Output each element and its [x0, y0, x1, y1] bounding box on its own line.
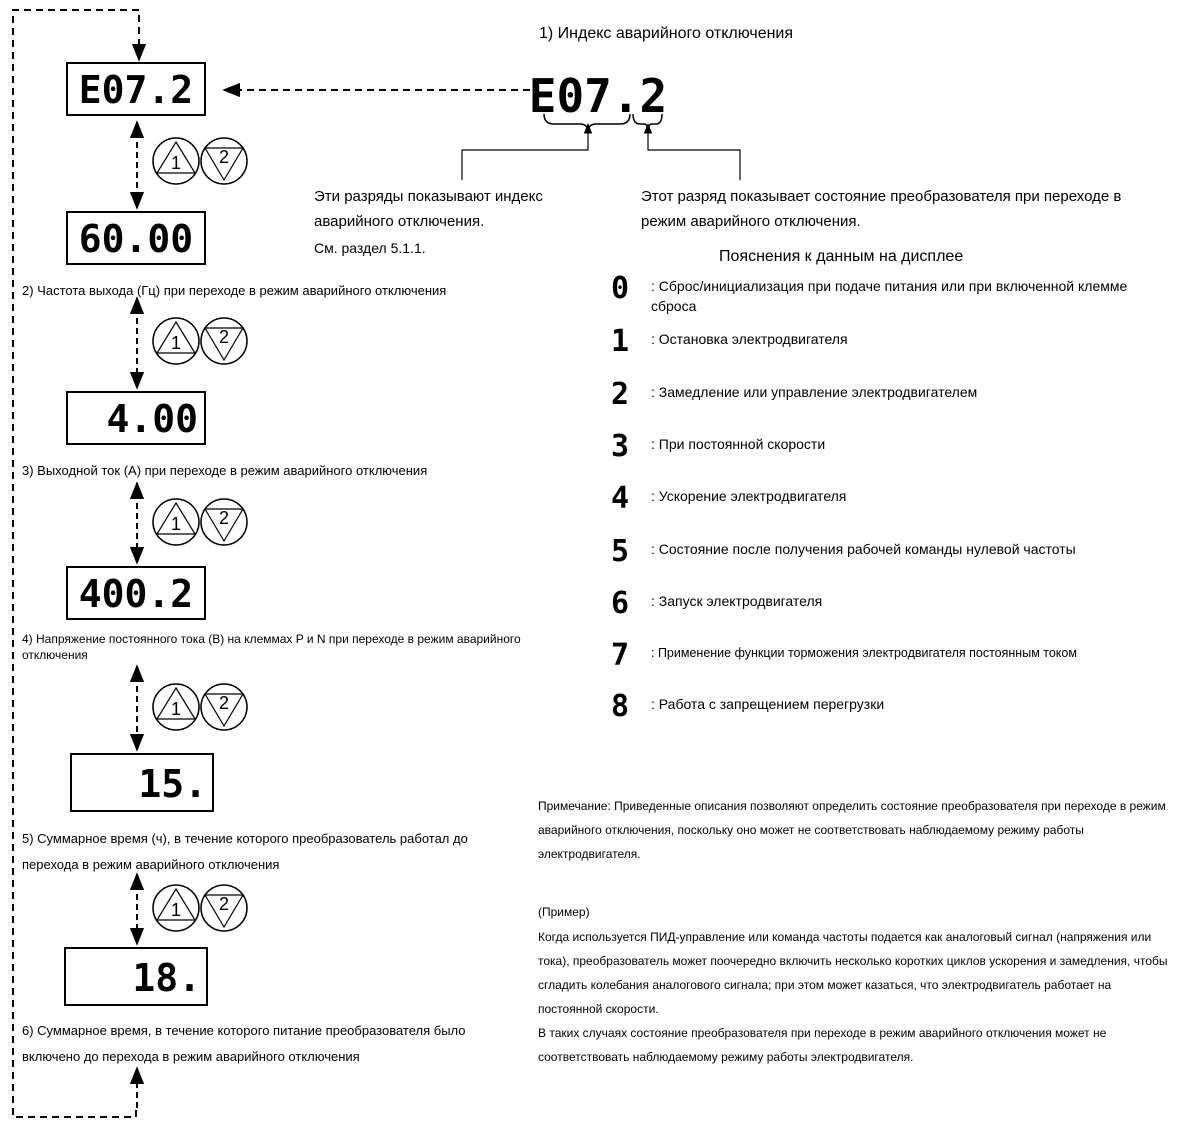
- index-left-caption: Эти разряды показывают индекс аварийного…: [314, 188, 543, 230]
- legend-digit-1-icon: 1: [611, 324, 629, 359]
- legend-item-7: : Применение функции торможения электрод…: [651, 646, 1077, 660]
- display-6: 18.: [132, 956, 201, 1000]
- up-key-icon[interactable]: 1: [152, 683, 200, 731]
- index-left-ref: См. раздел 5.1.1.: [314, 240, 426, 256]
- svg-text:2: 2: [219, 693, 229, 713]
- display-frame-4: [66, 566, 206, 620]
- legend-digit-6-icon: 6: [611, 586, 629, 621]
- svg-text:1: 1: [171, 333, 181, 353]
- label-running-time: 5) Суммарное время (ч), в течение которо…: [22, 831, 468, 872]
- legend-digit-8-icon: 8: [611, 689, 629, 724]
- label-output-current: 3) Выходной ток (А) при переходе в режим…: [22, 463, 428, 478]
- legend-item-2: : Замедление или управление электродвига…: [651, 384, 978, 400]
- example-title: (Пример): [538, 905, 590, 919]
- index-sample-display: E07.2: [529, 69, 667, 123]
- display-frame-1: [66, 62, 206, 116]
- down-key-icon[interactable]: 2: [200, 683, 248, 731]
- legend-title: Пояснения к данным на дисплее: [719, 248, 964, 265]
- svg-text:2: 2: [219, 508, 229, 528]
- status-pointer-line: [643, 122, 741, 180]
- up-key-icon[interactable]: 1: [152, 498, 200, 546]
- legend-digit-0-icon: 0: [611, 271, 629, 306]
- svg-text:2: 2: [219, 894, 229, 914]
- example-text: Когда используется ПИД-управление или ко…: [538, 930, 1168, 1016]
- up-key-icon[interactable]: 1: [152, 317, 200, 365]
- legend-item-1: : Остановка электродвигателя: [651, 331, 848, 347]
- down-key-icon[interactable]: 2: [200, 884, 248, 932]
- display-5: 15.: [138, 762, 207, 806]
- label-output-frequency: 2) Частота выхода (Гц) при переходе в ре…: [22, 283, 447, 298]
- legend-digit-5-icon: 5: [611, 534, 629, 569]
- legend-item-0: : Сброс/инициализация при подаче питания…: [651, 278, 1128, 314]
- display-3: 4.00: [106, 397, 198, 441]
- legend-item-6: : Запуск электродвигателя: [651, 593, 823, 609]
- display-4: 400.2: [79, 572, 193, 616]
- up-key-icon[interactable]: 1: [152, 137, 200, 185]
- down-key-icon[interactable]: 2: [200, 498, 248, 546]
- svg-text:1: 1: [171, 900, 181, 920]
- svg-text:1: 1: [171, 153, 181, 173]
- legend-digit-2-icon: 2: [611, 377, 629, 412]
- legend-item-3: : При постоянной скорости: [651, 436, 826, 452]
- label-dc-voltage: 4) Напряжение постоянного тока (В) на кл…: [22, 632, 521, 662]
- legend-digit-3-icon: 3: [611, 429, 629, 464]
- display-frame-6: [64, 947, 208, 1006]
- legend-item-5: : Состояние после получения рабочей кома…: [651, 541, 1076, 557]
- legend-item-4: : Ускорение электродвигателя: [651, 488, 847, 504]
- legend-item-8: : Работа с запрещением перегрузки: [651, 696, 885, 712]
- legend-digit-4-icon: 4: [611, 481, 629, 516]
- index-title: 1) Индекс аварийного отключения: [539, 25, 794, 42]
- label-power-on-time: 6) Суммарное время, в течение которого п…: [22, 1023, 466, 1064]
- svg-text:2: 2: [219, 147, 229, 167]
- display-frame-3: [66, 391, 206, 445]
- example-text-2: В таких случаях состояние преобразовател…: [538, 1026, 1107, 1064]
- svg-text:1: 1: [171, 699, 181, 719]
- display-frame-2: [66, 211, 206, 265]
- display-1: E07.2: [79, 68, 193, 112]
- index-pointer-line: [461, 122, 593, 180]
- note-text: Примечание: Приведенные описания позволя…: [538, 799, 1166, 861]
- svg-text:1: 1: [171, 514, 181, 534]
- display-frame-5: [70, 753, 214, 812]
- index-right-caption: Этот разряд показывает состояние преобра…: [641, 188, 1122, 230]
- loop-back-line: [12, 9, 147, 1118]
- down-key-icon[interactable]: 2: [200, 137, 248, 185]
- up-key-icon[interactable]: 1: [152, 884, 200, 932]
- down-key-icon[interactable]: 2: [200, 317, 248, 365]
- display-2: 60.00: [79, 217, 193, 261]
- svg-text:2: 2: [219, 327, 229, 347]
- legend-digit-7-icon: 7: [611, 638, 629, 673]
